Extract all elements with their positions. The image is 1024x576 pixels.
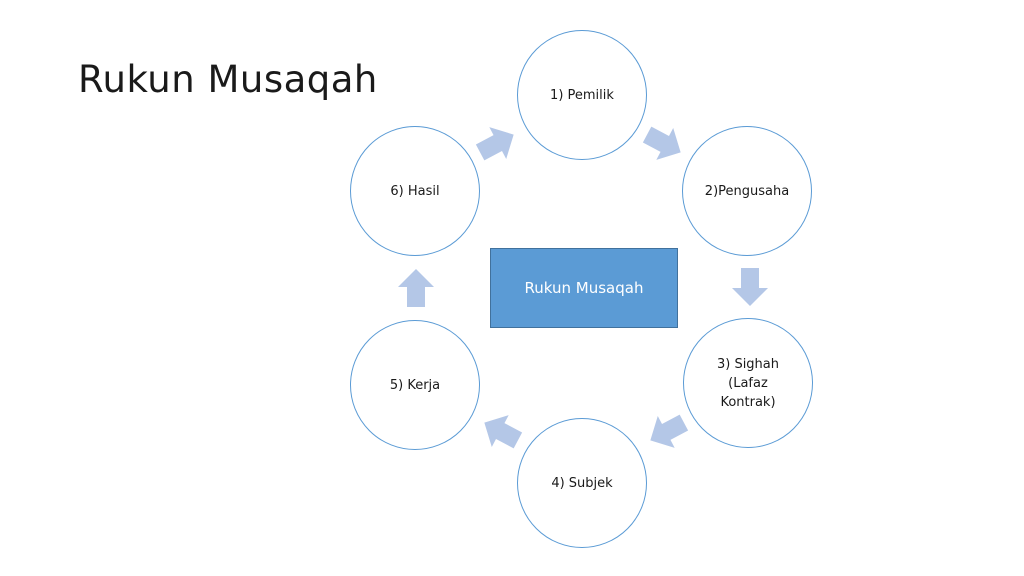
node-label: 2)Pengusaha: [704, 183, 790, 199]
center-label: Rukun Musaqah: [524, 279, 644, 297]
arrow-3-to-4: [650, 414, 689, 448]
node-label: 5) Kerja: [389, 377, 441, 393]
arrow-4-to-5: [484, 415, 523, 449]
node-kerja: 5) Kerja: [350, 320, 480, 450]
node-label: 6) Hasil: [390, 183, 440, 199]
arrow-2-to-3: [732, 268, 768, 306]
node-hasil: 6) Hasil: [350, 126, 480, 256]
node-label: 4) Subjek: [551, 475, 613, 491]
slide-title: Rukun Musaqah: [78, 58, 378, 101]
node-sighah: 3) Sighah (Lafaz Kontrak): [683, 318, 813, 448]
arrow-6-to-1: [475, 127, 514, 161]
arrow-5-to-6: [398, 269, 434, 307]
node-label: 3) Sighah (Lafaz Kontrak): [716, 356, 780, 410]
node-pemilik: 1) Pemilik: [517, 30, 647, 160]
node-subjek: 4) Subjek: [517, 418, 647, 548]
center-box: Rukun Musaqah: [490, 248, 678, 328]
node-label: 1) Pemilik: [550, 87, 614, 103]
node-pengusaha: 2)Pengusaha: [682, 126, 812, 256]
arrow-1-to-2: [642, 126, 681, 160]
